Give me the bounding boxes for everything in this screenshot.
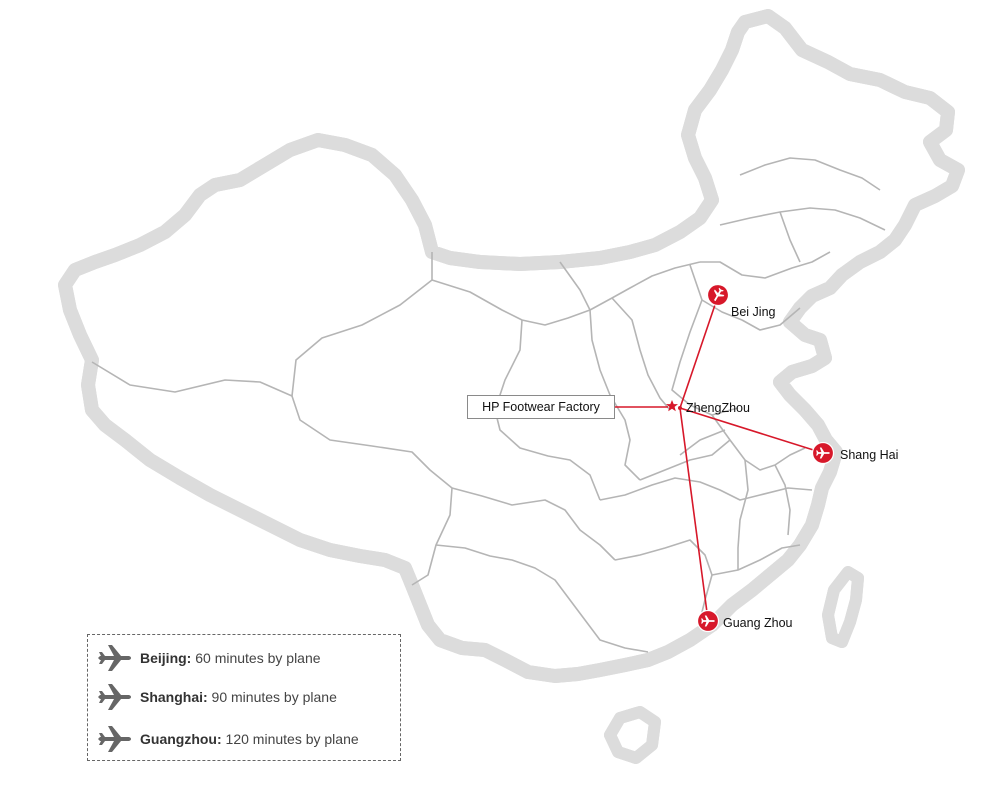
province-borders	[91, 157, 886, 653]
city-label-beijing: Bei Jing	[731, 305, 776, 319]
zhengzhou-dot	[678, 406, 682, 410]
legend-row-shanghai: Shanghai: 90 minutes by plane	[98, 682, 337, 712]
city-label-guangzhou: Guang Zhou	[723, 616, 793, 630]
legend-detail: 90 minutes by plane	[207, 689, 337, 705]
taiwan-island	[822, 566, 864, 648]
legend-detail: 60 minutes by plane	[191, 650, 321, 666]
city-label-zhengzhou: ZhengZhou	[686, 401, 750, 415]
hainan-island	[604, 706, 661, 764]
legend-row-beijing: Beijing: 60 minutes by plane	[98, 643, 321, 673]
star-icon	[666, 400, 678, 412]
legend-detail: 120 minutes by plane	[221, 731, 359, 747]
legend-city: Beijing:	[140, 650, 192, 666]
route-guangzhou	[679, 407, 709, 621]
route-shanghai	[679, 407, 824, 454]
travel-time-legend: Beijing: 60 minutes by plane Shanghai: 9…	[87, 634, 401, 761]
airport-plane-icon	[811, 441, 835, 465]
airport-plane-icon	[696, 609, 720, 633]
legend-city: Shanghai:	[140, 689, 208, 705]
plane-icon	[98, 645, 131, 671]
route-beijing	[679, 295, 719, 409]
plane-icon	[98, 726, 131, 752]
legend-row-guangzhou: Guangzhou: 120 minutes by plane	[98, 724, 359, 754]
mainland-outline	[58, 9, 965, 683]
airport-plane-icon	[703, 280, 733, 310]
flight-routes	[615, 295, 824, 621]
factory-label-box: HP Footwear Factory	[467, 395, 615, 419]
legend-city: Guangzhou:	[140, 731, 222, 747]
city-label-shanghai: Shang Hai	[840, 448, 898, 462]
plane-icon	[98, 684, 131, 710]
factory-label: HP Footwear Factory	[482, 400, 600, 414]
